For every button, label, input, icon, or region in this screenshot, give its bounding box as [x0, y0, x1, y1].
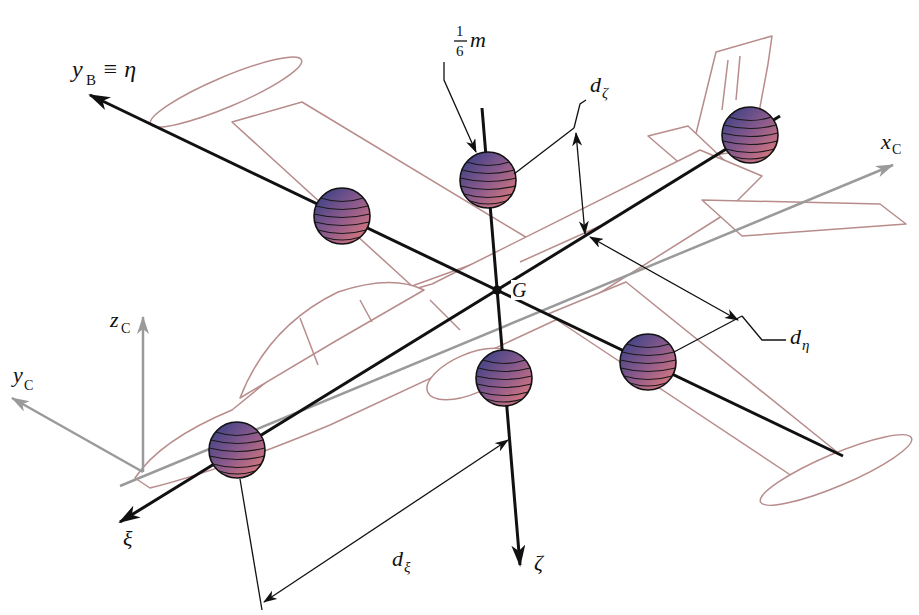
mass-sphere	[722, 107, 778, 163]
left-tip-tank	[145, 46, 308, 138]
extension-line	[240, 479, 262, 610]
axis-subscript: B	[85, 73, 97, 88]
centre-of-gravity	[493, 286, 502, 295]
eta-axis	[90, 95, 843, 456]
mass-symbol: m	[469, 29, 487, 51]
dimension-subscript: ζ	[601, 86, 609, 101]
mass-sphere	[314, 188, 370, 244]
extension-line	[514, 128, 574, 174]
mass-sphere	[460, 152, 516, 208]
tail-fin-detail	[722, 56, 740, 110]
extension-line	[674, 316, 742, 352]
dimension-subscript: ξ	[403, 560, 411, 575]
axis-name: y	[71, 57, 84, 81]
reference-axes	[12, 165, 893, 486]
fraction-numerator: 1	[455, 24, 465, 39]
dimensions	[240, 41, 786, 610]
point-label: G	[511, 280, 527, 300]
axis-subscript: C	[120, 322, 131, 336]
fraction-bar	[454, 40, 467, 41]
canopy	[240, 282, 424, 398]
leader-line	[742, 316, 786, 340]
dimension-line	[264, 440, 508, 602]
dimension-subscript: η	[801, 338, 810, 353]
dimension-line	[576, 133, 585, 234]
axis-name: ζ	[533, 552, 544, 574]
axis-name: ≡ η	[101, 57, 137, 81]
mass-sphere	[209, 422, 265, 478]
leader-line	[574, 100, 586, 128]
axis-subscript: C	[23, 379, 34, 393]
x-axis	[120, 165, 893, 486]
axis-name: x	[880, 131, 892, 153]
xi-axis	[120, 116, 780, 522]
axis-name: z	[109, 309, 120, 331]
point-masses	[209, 107, 778, 478]
axis-name: y	[12, 364, 24, 386]
mass-leader	[444, 62, 476, 152]
dimension-line	[590, 237, 738, 320]
fraction-denominator: 6	[455, 44, 465, 59]
aircraft-outline	[135, 36, 918, 517]
mass-sphere	[620, 334, 676, 390]
axis-name: ξ	[122, 528, 133, 550]
right-wing	[548, 282, 842, 476]
canopy-frame	[300, 300, 372, 365]
right-tip-tank	[754, 423, 917, 517]
z-axis	[142, 317, 145, 472]
y-axis	[12, 398, 143, 472]
axis-subscript: C	[891, 143, 902, 157]
mass-sphere	[476, 350, 532, 406]
body-axes	[90, 95, 843, 565]
